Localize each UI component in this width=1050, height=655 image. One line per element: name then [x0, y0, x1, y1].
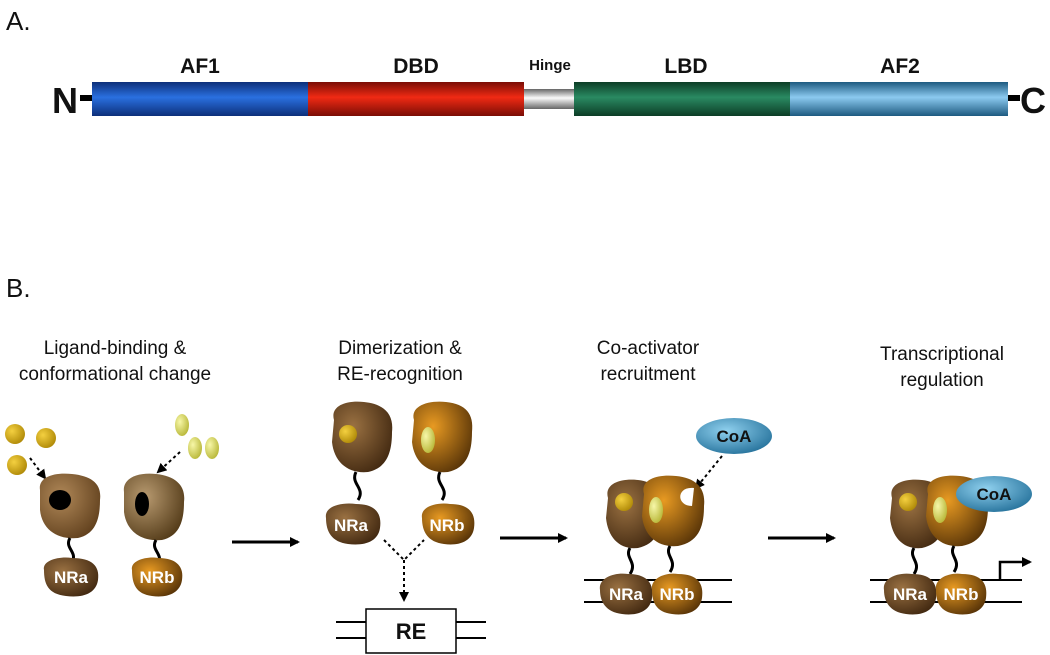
nra-dna-binding-domain: [43, 557, 99, 597]
coactivator-recruitment-arrow: [694, 455, 723, 490]
panel-a-label: A.: [6, 6, 31, 36]
hinge-linker: [437, 471, 446, 501]
nra-dna-binding-domain: [599, 573, 653, 615]
domain-label-af1: AF1: [180, 55, 220, 78]
bound-ligand: [649, 497, 663, 523]
nrb-label: NRb: [140, 568, 175, 587]
nra-ligand-binding-domain: [332, 401, 393, 473]
nrb-label: NRb: [944, 585, 979, 604]
ligand-round: [36, 428, 56, 448]
step1-title-line1: Ligand-binding &: [44, 338, 187, 359]
nrb-dna-binding-domain: [651, 573, 703, 615]
domain-label-dbd: DBD: [393, 55, 439, 78]
step4-title-line1: Transcriptional: [880, 344, 1004, 365]
step3-title-line2: recruitment: [600, 364, 696, 385]
n-terminus-label: N: [52, 80, 78, 121]
domain-bar-af2: [790, 82, 1008, 116]
nrb-dna-binding-domain: [131, 557, 183, 597]
c-terminus-label: C: [1020, 80, 1046, 121]
domain-label-af2: AF2: [880, 55, 920, 78]
nra-label: NRa: [893, 585, 928, 604]
nrb-label: NRb: [660, 585, 695, 604]
nra-label: NRa: [609, 585, 644, 604]
step1-group: NRa NRb: [5, 414, 219, 597]
nrb-dna-binding-domain: [421, 503, 475, 545]
n-terminus-stub: [80, 95, 92, 101]
step2-title-line2: RE-recognition: [337, 364, 463, 385]
hinge-linker: [627, 547, 635, 575]
c-terminus-stub: [1008, 95, 1020, 101]
dimerization-fork: [383, 539, 425, 562]
bound-ligand: [933, 497, 947, 523]
transcription-start-arrow: [998, 557, 1032, 580]
response-element-label: RE: [396, 619, 427, 644]
hinge-linker: [951, 545, 959, 573]
nra-ligand-binding-domain: [39, 473, 101, 539]
ligand-oval: [175, 414, 189, 436]
hinge-linker: [353, 471, 362, 501]
panel-b-label: B.: [6, 273, 31, 303]
ligand-oval: [188, 437, 202, 459]
ligand-round: [5, 424, 25, 444]
bound-ligand: [421, 427, 435, 453]
nra-label: NRa: [334, 516, 369, 535]
step4-title-line2: regulation: [900, 370, 983, 391]
nrb-ligand-binding-domain: [412, 401, 473, 473]
step2-group: NRa NRb RE: [325, 401, 486, 654]
domain-label-hinge: Hinge: [529, 57, 571, 74]
domain-bar-hinge: [524, 89, 574, 109]
step1-title-line2: conformational change: [19, 364, 211, 385]
ligand-round: [7, 455, 27, 475]
step3-group: CoA NRa NRb: [584, 418, 772, 615]
ligand-pocket: [135, 492, 149, 516]
step3-title-line1: Co-activator: [597, 338, 700, 359]
bound-ligand: [339, 425, 357, 443]
ligand-pocket: [49, 490, 71, 510]
response-element-box: [365, 608, 457, 654]
coactivator-shape: [696, 418, 772, 454]
domain-label-lbd: LBD: [664, 55, 707, 78]
nrb-ligand-binding-domain: [123, 473, 185, 541]
coactivator-label: CoA: [717, 427, 752, 446]
domain-bar-dbd: [308, 82, 524, 116]
hinge-linker: [911, 547, 919, 575]
ligand-binding-arrow: [29, 457, 47, 480]
step4-group: CoA NRa NRb: [870, 475, 1032, 615]
nrb-label: NRb: [430, 516, 465, 535]
bound-ligand: [615, 493, 633, 511]
nrb-dna-binding-domain: [935, 573, 987, 615]
ligand-binding-arrow: [156, 451, 181, 474]
coactivator-shape: [956, 476, 1032, 512]
coactivator-label: CoA: [977, 485, 1012, 504]
step2-title-line1: Dimerization &: [338, 338, 462, 359]
nra-dna-binding-domain: [325, 503, 381, 545]
nra-label: NRa: [54, 568, 89, 587]
coactivator-binding-groove: [680, 487, 694, 506]
bound-ligand: [899, 493, 917, 511]
domain-bar-af1: [92, 82, 308, 116]
ligand-oval: [205, 437, 219, 459]
domain-bar-lbd: [574, 82, 790, 116]
nra-dna-binding-domain: [883, 573, 937, 615]
hinge-linker: [667, 545, 675, 573]
